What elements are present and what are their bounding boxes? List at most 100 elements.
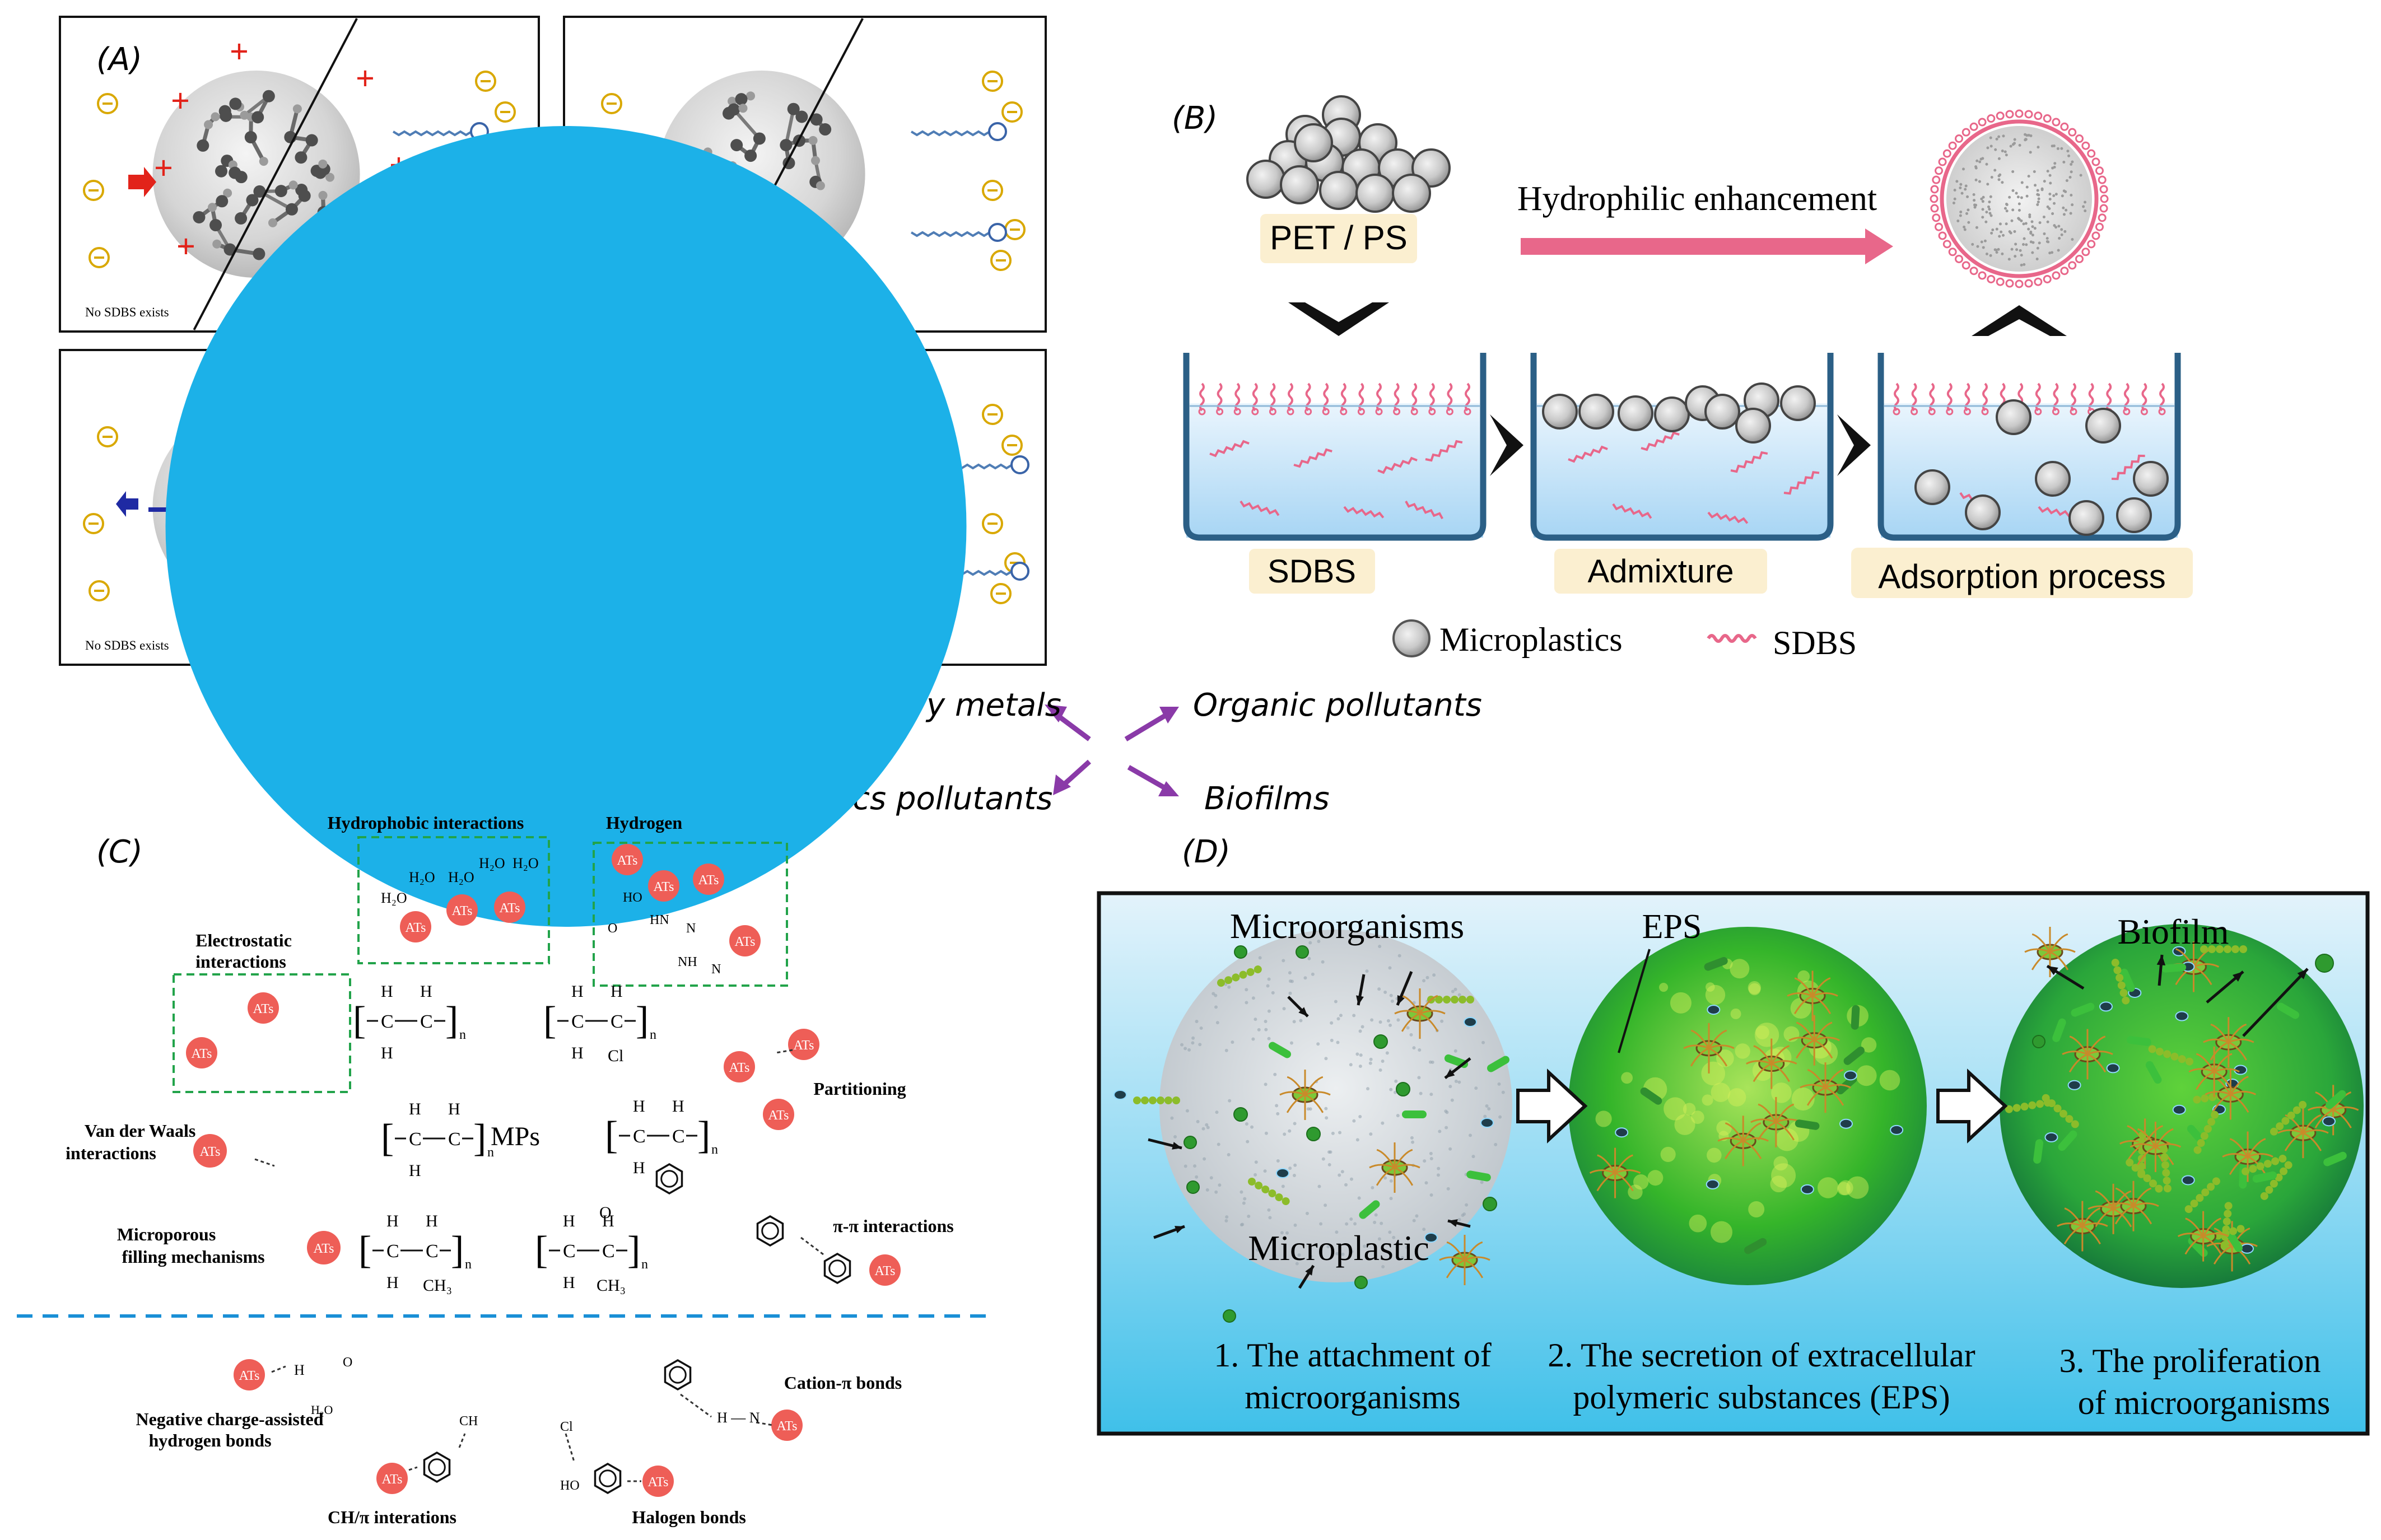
- ats-label: ATs: [777, 1419, 798, 1434]
- eps-label: EPS: [1642, 908, 1702, 946]
- coccus-icon: [1354, 1276, 1368, 1289]
- vdw-label-2: interactions: [66, 1143, 156, 1163]
- atom-label: N: [711, 962, 721, 977]
- strepto-icon: [2178, 1055, 2186, 1063]
- atom-label: NH: [678, 955, 697, 969]
- strepto-icon: [2170, 1052, 2179, 1061]
- atom-label: H: [633, 1159, 645, 1177]
- ats-ball: [729, 925, 761, 956]
- atom-label: O: [599, 1203, 612, 1222]
- strepto-icon: [2203, 1124, 2212, 1133]
- strepto-icon: [2116, 974, 2124, 982]
- ats-molecule: ATs: [869, 1254, 901, 1286]
- connector: [756, 1421, 774, 1426]
- connector: [775, 1049, 793, 1054]
- step3-line2: of microorganisms: [2078, 1384, 2331, 1421]
- bacillus-icon: [1359, 1200, 1380, 1219]
- subscript: n: [487, 1145, 494, 1160]
- surfactant-free: [2111, 454, 2145, 480]
- bacillus-icon: [1402, 1110, 1427, 1118]
- bacillus-icon: [2277, 1002, 2299, 1019]
- coccus-icon: [1233, 1107, 1248, 1122]
- bacillus-icon: [1795, 1119, 1820, 1130]
- strepto-icon: [1164, 1096, 1172, 1104]
- electrostatic-label-2: interactions: [195, 951, 286, 972]
- atom-label: H: [381, 1044, 393, 1062]
- atom-label: H: [563, 1273, 575, 1292]
- microplastic-ball: [1780, 385, 1816, 421]
- strepto-icon: [2211, 1110, 2219, 1119]
- step2-line1: 2. The secretion of extracellular: [1548, 1337, 1975, 1374]
- dashed-box: [593, 842, 788, 987]
- adsorption-label: Adsorption process: [1878, 558, 2166, 595]
- partitioning-label: Partitioning: [813, 1079, 906, 1099]
- ats-molecule: ATs: [648, 870, 679, 902]
- atom-label: CH: [459, 1414, 478, 1429]
- ats-label: ATs: [729, 1061, 750, 1075]
- strepto-icon: [2270, 1179, 2278, 1188]
- strepto-icon: [2163, 1050, 2172, 1058]
- coccus-icon: [1483, 1197, 1497, 1211]
- beaker-adsorption: [1877, 353, 2181, 541]
- water-label: H₂O: [409, 869, 435, 885]
- anion-icon: [982, 513, 1003, 534]
- atom: [251, 111, 264, 124]
- atom-label: C: [672, 1126, 685, 1147]
- microplastic-ball: [1965, 494, 2001, 530]
- step1-line2: microorganisms: [1245, 1379, 1461, 1416]
- strepto-icon: [2287, 1112, 2295, 1120]
- atom: [318, 190, 328, 200]
- microporous-label: Microporous: [117, 1224, 216, 1244]
- surfactant-free: [1641, 431, 1680, 451]
- surfactant-tail: [910, 231, 991, 237]
- atom-label: H: [571, 982, 584, 1001]
- legend-sdbs-icon: [1707, 634, 1757, 643]
- atom: [746, 91, 756, 101]
- strepto-icon: [2271, 1157, 2280, 1165]
- strepto-icon: [1451, 996, 1459, 1004]
- ats-label: ATs: [648, 1475, 669, 1490]
- microplastic-ball: [1914, 469, 1950, 505]
- anion-icon: [97, 426, 118, 447]
- strepto-icon: [2207, 1183, 2215, 1191]
- strepto-icon: [2256, 1162, 2264, 1170]
- strepto-icon: [1224, 976, 1233, 984]
- bracket: [: [543, 999, 556, 1042]
- step-arrow-icon: [1936, 1068, 2008, 1144]
- surfactant-free: [1783, 471, 1820, 495]
- ats-molecule: ATs: [788, 1029, 819, 1060]
- microplastic-ball: [2035, 461, 2071, 497]
- strepto-icon: [2201, 1094, 2209, 1103]
- ats-label: ATs: [239, 1369, 260, 1383]
- connector: [408, 1466, 418, 1471]
- strepto-icon: [2242, 1167, 2250, 1175]
- bacillus-icon: [2325, 1090, 2346, 1109]
- surfactant-free: [1240, 500, 1280, 516]
- beaker-outline: [1183, 353, 1487, 541]
- microplastic-particle: [165, 126, 967, 927]
- atom: [268, 218, 277, 227]
- atom: [212, 239, 222, 249]
- atom-label: Cl: [560, 1420, 573, 1434]
- negative-charge-label-2: hydrogen bonds: [148, 1430, 271, 1450]
- bracket: [: [605, 1114, 618, 1157]
- electrostatic-label: Electrostatic: [195, 930, 292, 950]
- strepto-icon: [1282, 1197, 1290, 1205]
- atom-label: HO: [623, 890, 642, 905]
- bracket: [: [535, 1229, 548, 1272]
- dark-cell-icon: [1480, 1118, 1494, 1128]
- panel-c-label: (C): [96, 834, 143, 870]
- beaker-sdbs: [1183, 353, 1487, 541]
- bacillus-icon: [2058, 1130, 2077, 1151]
- ats-molecule: ATs: [763, 1099, 794, 1130]
- bacillus-icon: [1640, 1087, 1662, 1105]
- atom: [235, 171, 248, 184]
- chevron-right-2: [1837, 414, 1871, 476]
- anion-icon: [990, 583, 1012, 604]
- benzene-ring: [423, 1451, 451, 1483]
- strepto-icon: [2281, 1117, 2290, 1125]
- ats-molecule: ATs: [193, 1134, 227, 1168]
- microplastic-ball: [1392, 174, 1431, 213]
- anion-icon: [1001, 101, 1023, 123]
